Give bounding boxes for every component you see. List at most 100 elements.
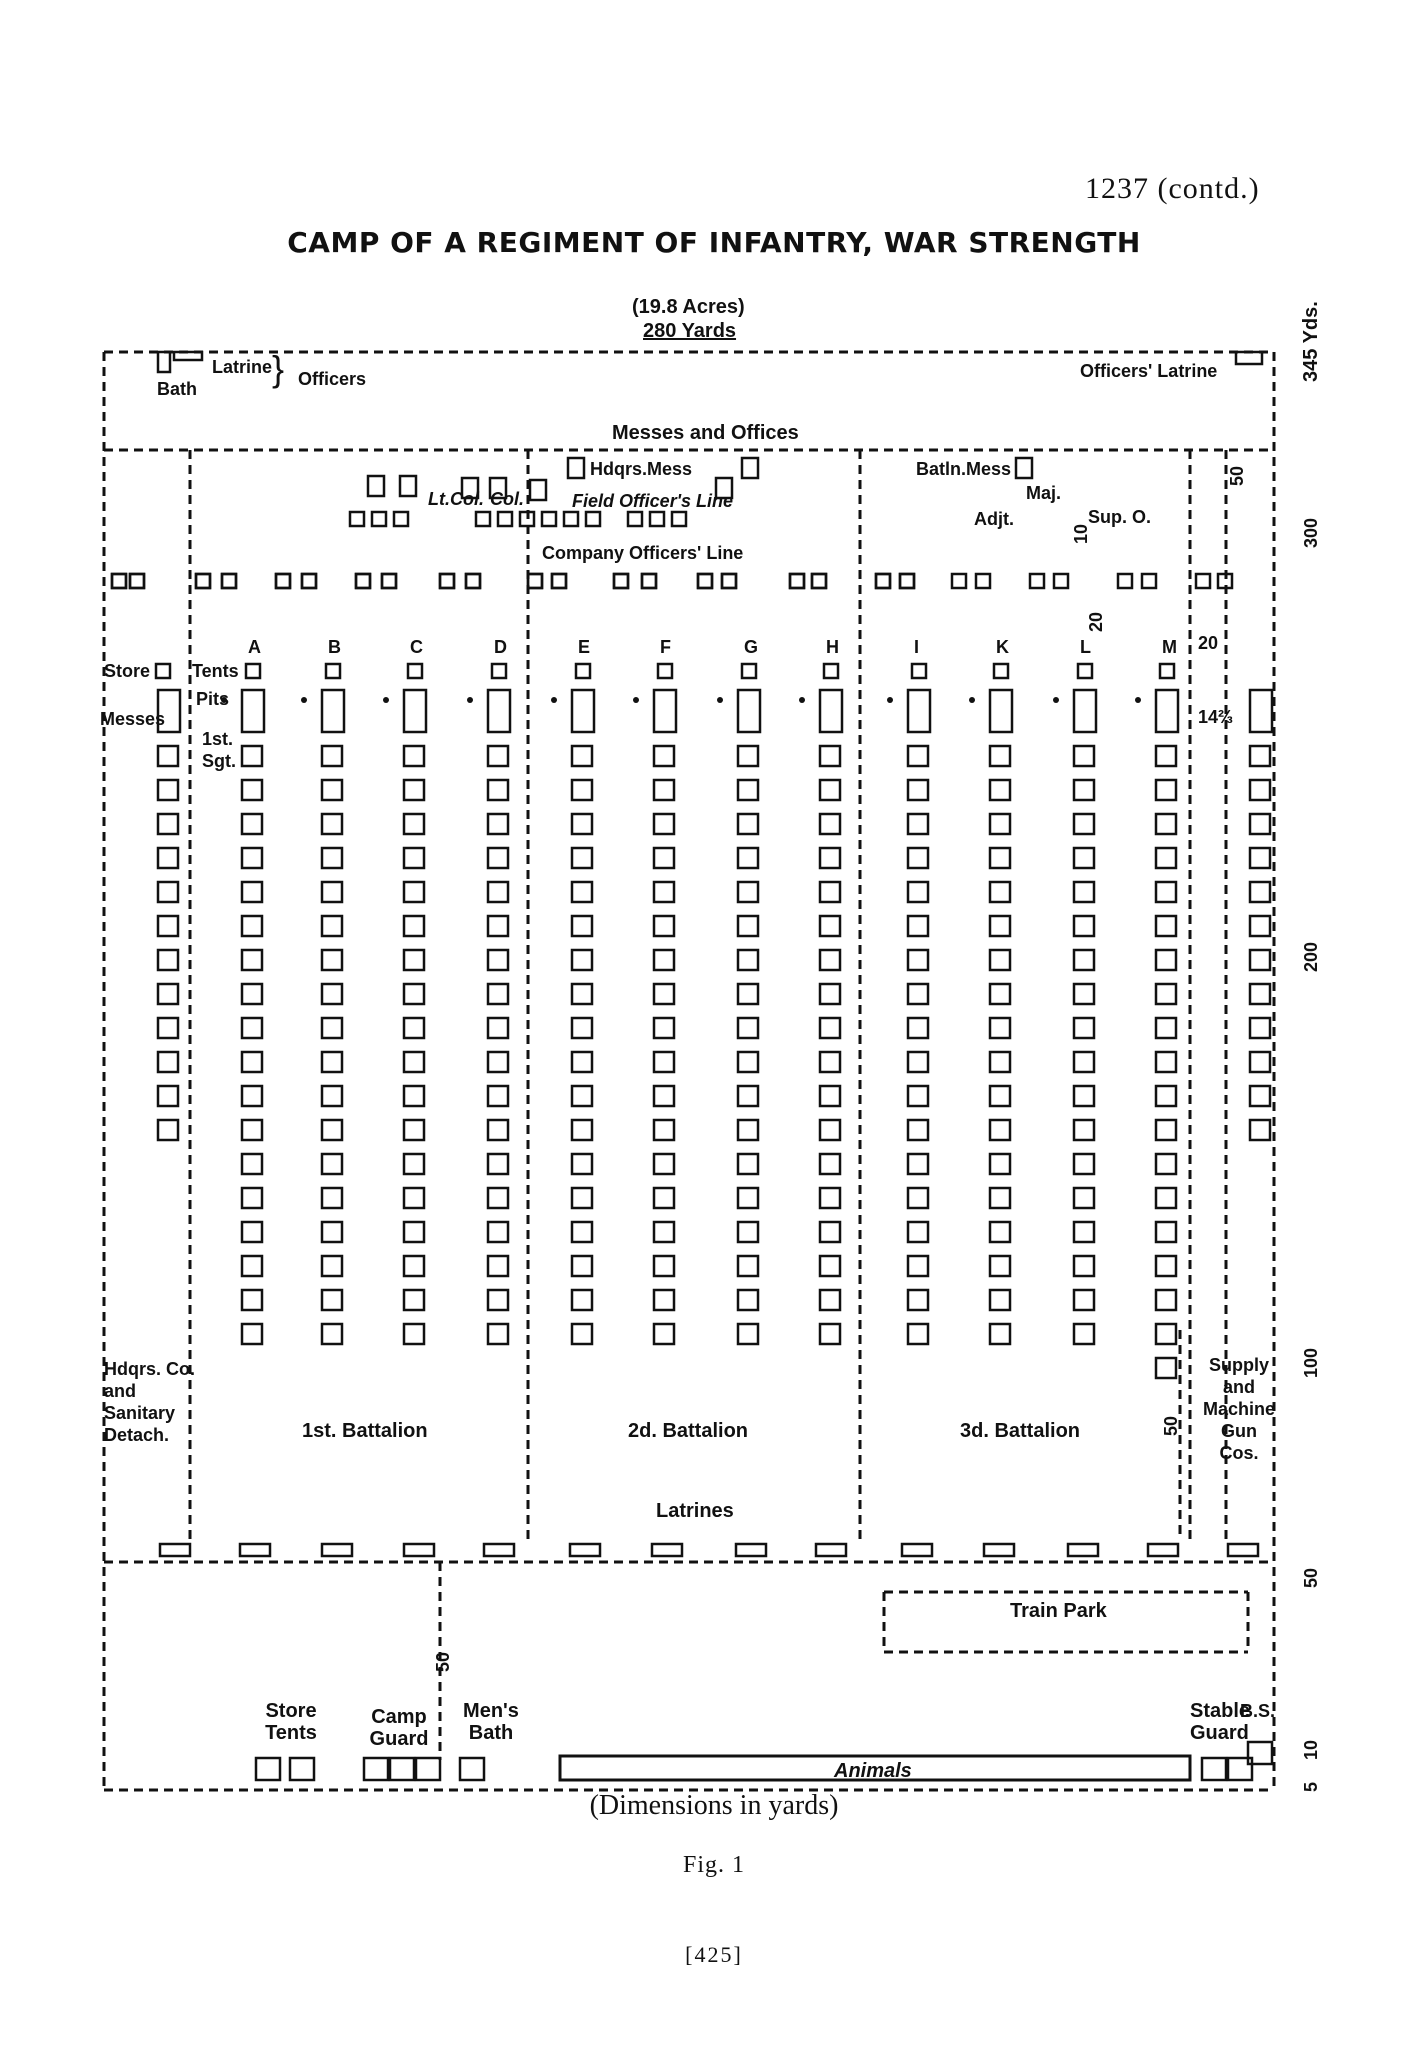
company-officer-tent bbox=[720, 572, 738, 590]
enlisted-tent bbox=[988, 1186, 1012, 1210]
latrine bbox=[1066, 1542, 1100, 1558]
enlisted-tent bbox=[1072, 880, 1096, 904]
enlisted-tent bbox=[570, 1254, 594, 1278]
enlisted-tent bbox=[906, 812, 930, 836]
enlisted-tent bbox=[818, 1016, 842, 1040]
enlisted-tent bbox=[1154, 1050, 1178, 1074]
enlisted-tent bbox=[736, 1050, 760, 1074]
company-letter-E: E bbox=[578, 637, 591, 657]
latrine bbox=[1226, 1542, 1260, 1558]
enlisted-tent bbox=[818, 846, 842, 870]
field-officer-tent bbox=[474, 510, 492, 528]
company-letter-K: K bbox=[996, 637, 1009, 657]
enlisted-tent bbox=[486, 1016, 510, 1040]
enlisted-tent bbox=[240, 1322, 264, 1346]
enlisted-tent bbox=[240, 744, 264, 768]
company-officer-tent bbox=[110, 572, 128, 590]
enlisted-tent bbox=[652, 948, 676, 972]
hq-tent bbox=[156, 778, 180, 802]
enlisted-tent bbox=[570, 914, 594, 938]
dim-10: 10 bbox=[1071, 523, 1091, 544]
company-officer-tent bbox=[380, 572, 398, 590]
enlisted-tent bbox=[320, 880, 344, 904]
company-mess bbox=[320, 688, 346, 734]
supply-tent bbox=[1248, 812, 1272, 836]
pit-marker bbox=[887, 697, 893, 703]
enlisted-tent bbox=[988, 914, 1012, 938]
enlisted-tent bbox=[652, 1084, 676, 1108]
enlisted-tent bbox=[1154, 1118, 1178, 1142]
hq-tent bbox=[156, 1050, 180, 1074]
company-officer-tent bbox=[874, 572, 892, 590]
enlisted-tent bbox=[818, 1050, 842, 1074]
supply-tent bbox=[1248, 1084, 1272, 1108]
pit-marker bbox=[467, 697, 473, 703]
enlisted-tent bbox=[402, 1322, 426, 1346]
pit-marker bbox=[799, 697, 805, 703]
messes-label: Messes bbox=[100, 709, 166, 729]
hq-mess bbox=[156, 688, 182, 734]
supply-tent bbox=[1248, 1050, 1272, 1074]
hdqrs-mess-label: Hdqrs.Mess bbox=[590, 459, 693, 479]
company-officer-tent bbox=[1052, 572, 1070, 590]
enlisted-tent bbox=[1072, 1322, 1096, 1346]
enlisted-tent bbox=[570, 812, 594, 836]
scale-200: 200 bbox=[1301, 941, 1321, 972]
enlisted-tent bbox=[320, 1322, 344, 1346]
enlisted-tent bbox=[486, 1220, 510, 1244]
company-mess bbox=[652, 688, 678, 734]
latrine bbox=[814, 1542, 848, 1558]
supply-tent bbox=[1248, 948, 1272, 972]
enlisted-tent bbox=[906, 778, 930, 802]
battalion-2-label: 2d. Battalion bbox=[628, 1420, 749, 1442]
enlisted-tent bbox=[320, 982, 344, 1006]
enlisted-tent bbox=[402, 846, 426, 870]
train-park-label: Train Park bbox=[1010, 1600, 1107, 1622]
pit-marker bbox=[301, 697, 307, 703]
enlisted-tent bbox=[988, 1322, 1012, 1346]
enlisted-tent bbox=[988, 744, 1012, 768]
enlisted-tent bbox=[402, 1186, 426, 1210]
enlisted-tent bbox=[402, 744, 426, 768]
company-mess bbox=[570, 688, 596, 734]
company-letter-I: I bbox=[914, 637, 920, 657]
enlisted-tent bbox=[240, 812, 264, 836]
maj-label: Maj. bbox=[1026, 483, 1062, 503]
company-officer-tent bbox=[128, 572, 146, 590]
enlisted-tent bbox=[320, 1016, 344, 1040]
field-officer-tent bbox=[670, 510, 688, 528]
enlisted-tent bbox=[320, 1084, 344, 1108]
enlisted-tent bbox=[240, 982, 264, 1006]
bath-label: Bath bbox=[157, 379, 197, 399]
bottom-tent bbox=[388, 1756, 416, 1782]
company-mess bbox=[1072, 688, 1098, 734]
supply-mess bbox=[1248, 688, 1274, 734]
enlisted-tent bbox=[906, 1254, 930, 1278]
pit-marker bbox=[633, 697, 639, 703]
company-officer-tent bbox=[1194, 572, 1212, 590]
enlisted-tent bbox=[240, 1084, 264, 1108]
company-officer-tent bbox=[974, 572, 992, 590]
company-officer-tent bbox=[300, 572, 318, 590]
company-mess bbox=[736, 688, 762, 734]
enlisted-tent bbox=[1072, 1016, 1096, 1040]
enlisted-tent bbox=[988, 1050, 1012, 1074]
company-officer-tent bbox=[696, 572, 714, 590]
enlisted-tent bbox=[570, 1016, 594, 1040]
enlisted-tent bbox=[652, 1322, 676, 1346]
enlisted-tent bbox=[988, 846, 1012, 870]
enlisted-tent bbox=[736, 1254, 760, 1278]
enlisted-tent bbox=[988, 1254, 1012, 1278]
company-mess bbox=[486, 688, 512, 734]
enlisted-tent bbox=[906, 1084, 930, 1108]
enlisted-tent bbox=[570, 982, 594, 1006]
caption: (Dimensions in yards) bbox=[589, 1790, 839, 1821]
company-officer-tent bbox=[550, 572, 568, 590]
officer-tent bbox=[566, 456, 586, 480]
latrine bbox=[238, 1542, 272, 1558]
enlisted-tent bbox=[240, 1118, 264, 1142]
enlisted-tent bbox=[652, 880, 676, 904]
enlisted-tent bbox=[486, 1186, 510, 1210]
company-mess bbox=[906, 688, 932, 734]
enlisted-tent bbox=[1154, 1186, 1178, 1210]
